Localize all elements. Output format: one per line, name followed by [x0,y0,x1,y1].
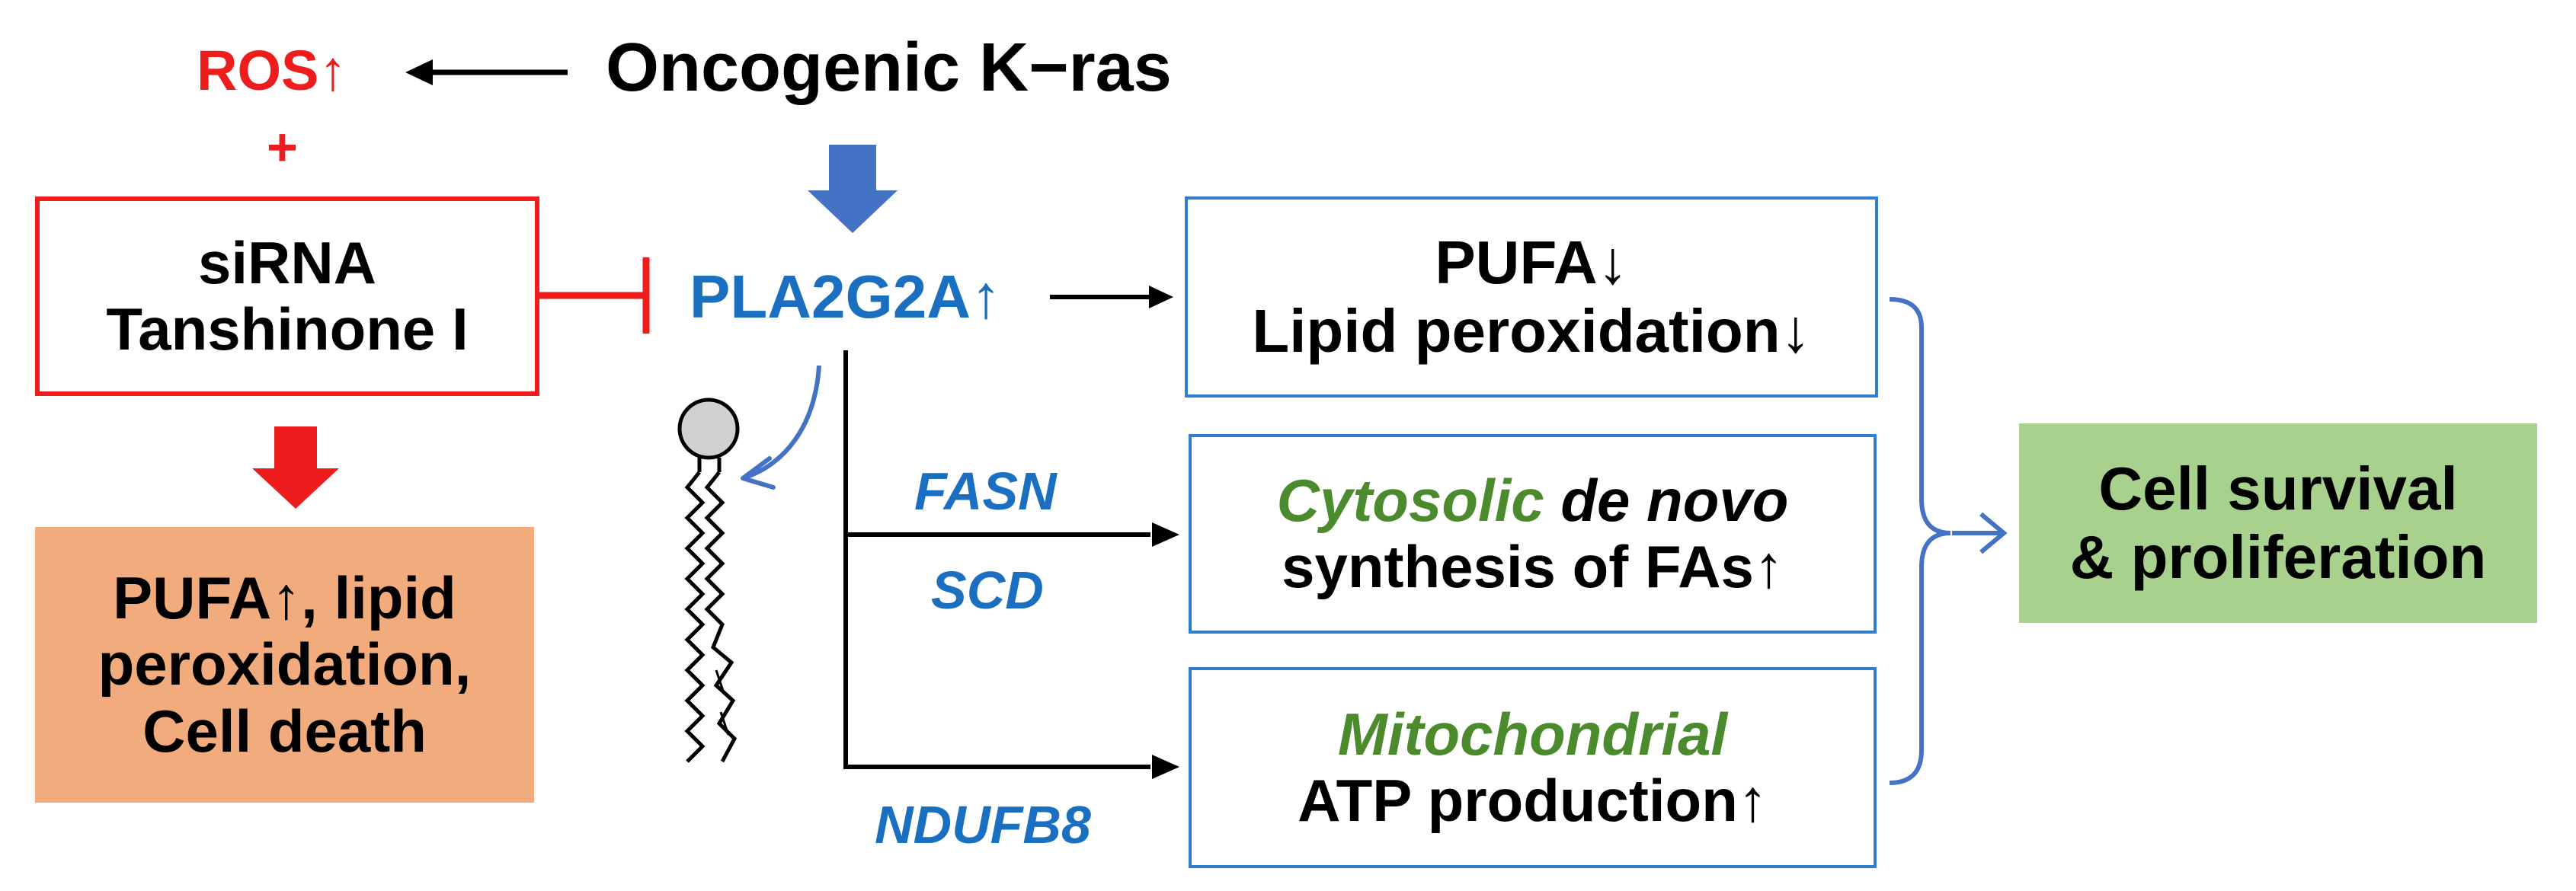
de-novo-label: de novo [1560,466,1789,534]
cell-death-line-3: Cell death [142,697,427,765]
fa-synthesis-line-1: Cytosolic de novo [1276,466,1789,534]
curved-arrow-to-lipid [741,365,821,490]
inhibitor-sirna-label: siRNA [197,228,377,296]
atp-production-line-2: ATP production↑ [1298,767,1768,834]
pla2g2a-label: PLA2G2A↑ [690,263,1001,331]
pufa-decrease-line-2: Lipid peroxidation↓ [1252,297,1811,365]
curly-brace-icon [1889,297,2008,785]
kras-to-ros-arrow [405,59,568,85]
branch-line [843,350,1179,779]
fa-synthesis-line-2: synthesis of FAs↑ [1282,533,1784,600]
cell-survival-box: Cell survival & proliferation [2019,423,2537,623]
pufa-decrease-box: PUFA↓ Lipid peroxidation↓ [1185,196,1878,398]
ros-label: ROS↑ [197,39,347,102]
fa-synthesis-box: Cytosolic de novo synthesis of FAs↑ [1189,434,1877,634]
gene-fasn-label: FASN [914,461,1057,521]
pufa-decrease-line-1: PUFA↓ [1435,228,1628,297]
cell-survival-line-2: & proliferation [2069,523,2487,591]
gene-scd-label: SCD [931,560,1044,620]
gene-ndufb8-label: NDUFB8 [875,795,1091,854]
pla-to-pufa-arrow [1050,286,1173,308]
inhibitor-box: siRNA Tanshinone I [35,196,539,396]
cell-death-line-2: peroxidation, [98,631,472,698]
phospholipid-icon [677,398,740,763]
plus-label: + [267,117,298,177]
block-arrow-down-icon [808,145,898,233]
atp-production-box: Mitochondrial ATP production↑ [1189,667,1877,868]
block-arrow-down-icon [252,426,339,509]
inhibitor-tanshinone-label: Tanshinone I [106,295,469,362]
oncogenic-kras-label: Oncogenic K−ras [606,30,1172,106]
cell-death-line-1: PUFA↑, lipid [113,564,456,631]
cytosolic-label: Cytosolic [1276,466,1544,534]
cell-death-box: PUFA↑, lipid peroxidation, Cell death [35,527,534,803]
cell-survival-line-1: Cell survival [2098,455,2458,523]
mitochondrial-label: Mitochondrial [1337,700,1728,768]
inhibition-bar-icon [539,257,650,334]
